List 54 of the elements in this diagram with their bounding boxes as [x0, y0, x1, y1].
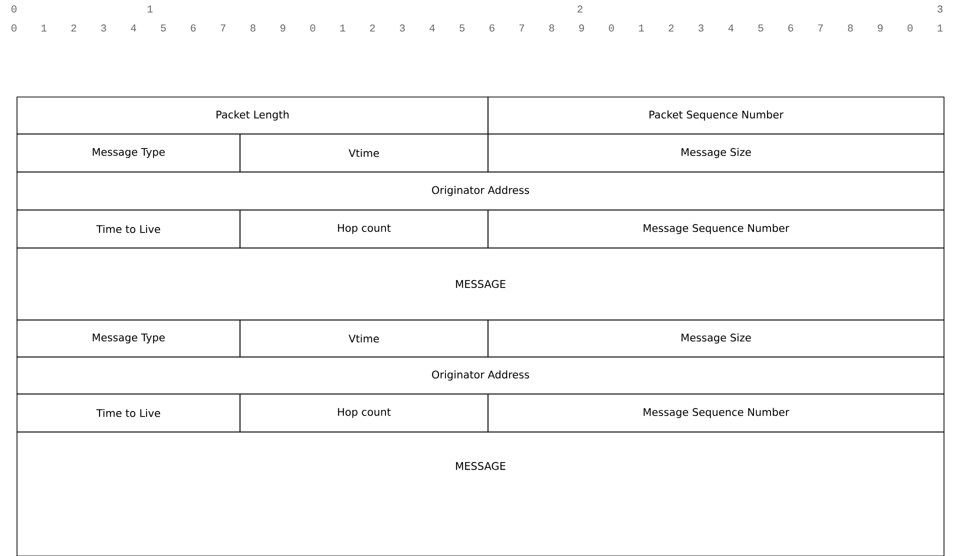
bit-ruler-tens: 3	[938, 5, 942, 13]
field-cell: Message Type	[16, 134, 240, 172]
bit-ruler-digit: 3	[400, 24, 405, 32]
bit-ruler-digit: 8	[549, 24, 554, 32]
bit-ruler-tens: 0	[12, 5, 16, 13]
bit-ruler-digit: 7	[818, 24, 823, 32]
bit-ruler-digit: 3	[698, 24, 704, 32]
field-cell: Message Sequence Number	[488, 210, 944, 248]
field-cell: Packet Sequence Number	[488, 96, 944, 134]
bit-ruler-digit: 5	[758, 24, 764, 32]
bit-ruler-digit: 0	[310, 24, 316, 32]
bit-ruler-digit: 2	[668, 24, 674, 32]
field-cell: Hop count	[240, 394, 488, 432]
bit-ruler-digit: 5	[160, 24, 166, 32]
bit-ruler-digit: 4	[728, 24, 734, 32]
field-cell: Message Size	[488, 320, 944, 358]
bit-ruler-digit: 4	[430, 24, 435, 32]
bit-ruler-digit: 0	[12, 24, 16, 32]
bit-ruler-digit: 8	[848, 24, 853, 32]
field-cell: Packet Length	[16, 96, 488, 134]
bit-ruler-digit: 7	[220, 24, 226, 32]
bit-ruler-digit: 2	[71, 24, 76, 32]
field-cell: Message Sequence Number	[488, 394, 944, 432]
bit-ruler-digit: 5	[460, 24, 465, 32]
bit-ruler-digit: 9	[579, 24, 584, 32]
bit-ruler-digit: 6	[190, 24, 196, 32]
field-cell: MESSAGE	[16, 432, 944, 556]
field-cell: Hop count	[240, 210, 488, 248]
bit-ruler-digit: 1	[41, 24, 47, 32]
field-cell: MESSAGE	[16, 248, 944, 320]
bit-ruler-digit: 9	[878, 24, 883, 32]
bit-ruler-digit: 2	[370, 24, 375, 32]
bit-ruler-digit: 1	[340, 24, 346, 32]
bit-ruler-digit: 1	[638, 24, 644, 32]
field-cell: Message Type	[16, 320, 240, 358]
bit-ruler-digit: 7	[519, 24, 524, 32]
bit-ruler-digit: 0	[908, 24, 913, 32]
bit-ruler-digit: 6	[788, 24, 794, 32]
bit-ruler-digit: 9	[280, 24, 286, 32]
field-cell: Vtime	[240, 320, 488, 358]
field-cell: Originator Address	[16, 356, 944, 394]
bit-ruler-digit: 3	[101, 24, 106, 32]
bit-ruler-digit: 1	[938, 24, 943, 32]
field-cell: Vtime	[240, 134, 488, 172]
bit-ruler-tens: 2	[578, 5, 582, 12]
bit-ruler-digit: 6	[490, 24, 494, 32]
field-cell: Time to Live	[16, 210, 240, 248]
field-cell: Message Size	[488, 134, 944, 172]
bit-ruler-digit: 0	[608, 24, 614, 32]
bit-ruler-digit: 8	[250, 24, 256, 32]
field-cell: Time to Live	[16, 394, 240, 432]
bit-ruler-digit: 4	[130, 24, 136, 32]
bit-ruler-tens: 1	[148, 6, 153, 12]
field-cell: Originator Address	[16, 172, 944, 210]
